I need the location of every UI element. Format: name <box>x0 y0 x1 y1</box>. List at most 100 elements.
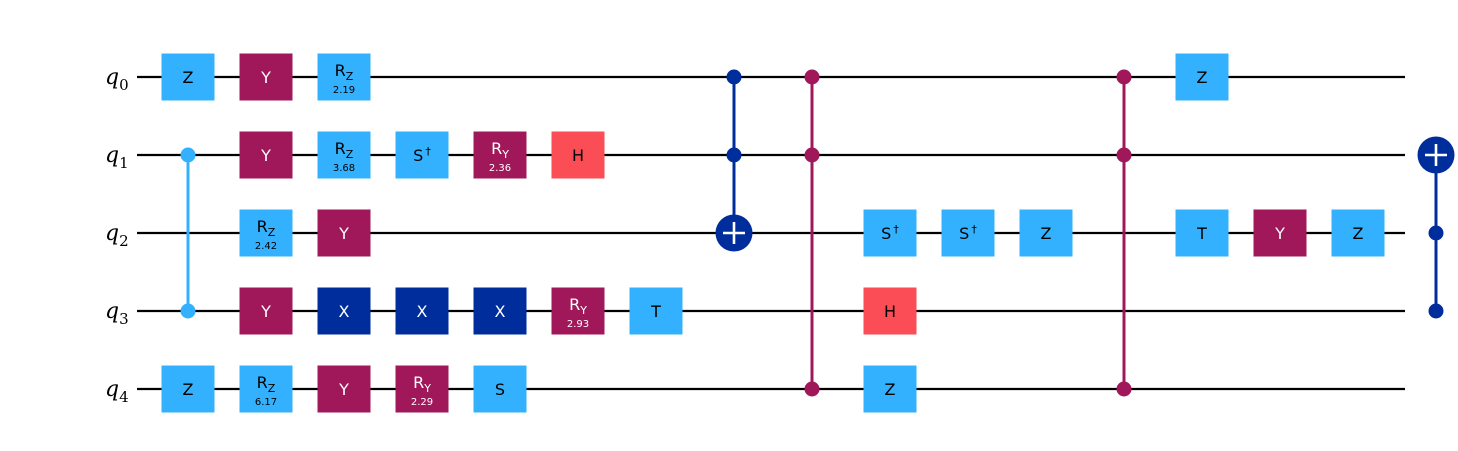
qubit-label: q0 <box>105 65 129 94</box>
multi-qubit-gates <box>180 69 1455 397</box>
gate-z: Z <box>1331 209 1385 257</box>
gate-label: X <box>495 302 506 321</box>
qubit-name: q <box>105 299 119 324</box>
gate-symbol: R <box>257 373 268 392</box>
gate-label: T <box>650 302 661 321</box>
gate-parameter: 2.36 <box>489 163 511 174</box>
gate-h: H <box>551 131 605 179</box>
gate-box <box>317 209 371 257</box>
gate-label: Z <box>885 380 896 399</box>
gate-t: T <box>629 287 683 335</box>
gate-parameter: 6.17 <box>255 397 277 408</box>
gate-label: Z <box>1353 224 1364 243</box>
gate-box <box>1175 209 1229 257</box>
gate-symbol: Z <box>885 380 896 399</box>
gate-symbol: R <box>335 139 346 158</box>
gate-label: Y <box>338 224 349 243</box>
gate-label: T <box>1196 224 1207 243</box>
gate-superscript: † <box>425 145 431 158</box>
gate-ry: RY2.36 <box>473 131 527 179</box>
gate-label: H <box>884 302 896 321</box>
qubit-name: q <box>105 143 119 168</box>
gate-rz: RZ 3.68 <box>317 131 371 179</box>
gate-symbol: R <box>491 139 502 158</box>
gate-symbol: X <box>495 302 506 321</box>
cz-gate <box>180 147 196 319</box>
ccz-gate <box>1116 69 1132 397</box>
gate-box <box>317 287 371 335</box>
gate-label: S† <box>881 223 899 243</box>
gate-parameter: 2.42 <box>255 241 277 252</box>
gate-label: S† <box>959 223 977 243</box>
gate-label: Z <box>183 68 194 87</box>
control-dot <box>726 69 742 85</box>
gate-subscript: Z <box>346 70 354 83</box>
gate-label: Y <box>260 68 271 87</box>
gate-box <box>395 287 449 335</box>
gate-symbol: X <box>417 302 428 321</box>
gate-symbol: S <box>959 224 969 243</box>
gate-box <box>161 53 215 101</box>
gate-parameter: 2.19 <box>333 85 355 96</box>
gate-superscript: † <box>893 223 899 236</box>
gate-x: X <box>395 287 449 335</box>
gate-label: RZ <box>257 373 276 395</box>
qubit-index: 4 <box>119 388 129 406</box>
gate-symbol: S <box>881 224 891 243</box>
gate-symbol: Y <box>338 380 349 399</box>
gate-ry: RY2.93 <box>551 287 605 335</box>
qubit-label: q1 <box>105 143 129 172</box>
gate-symbol: Y <box>260 302 271 321</box>
single-qubit-gates: ZZYYRZ2.42YRZ6.17RZ2.19RZ3.68YXYS†XRY2.2… <box>161 53 1385 413</box>
qubit-label: q4 <box>105 377 129 406</box>
gate-symbol: X <box>339 302 350 321</box>
control-dot <box>804 147 820 163</box>
gate-box <box>1019 209 1073 257</box>
gate-label: RY <box>413 373 431 395</box>
gate-rz: RZ 6.17 <box>239 365 293 413</box>
gate-label: Z <box>1041 224 1052 243</box>
gate-box <box>551 287 605 335</box>
gate-label: Z <box>1197 68 1208 87</box>
gate-ry: RY 2.29 <box>395 365 449 413</box>
gate-box <box>863 209 917 257</box>
gate-box <box>863 365 917 413</box>
gate-parameter: 3.68 <box>333 163 355 174</box>
gate-symbol: Y <box>260 146 271 165</box>
gate-parameter: 2.93 <box>567 319 589 330</box>
gate-box <box>863 287 917 335</box>
control-dot <box>1116 147 1132 163</box>
control-dot <box>1428 303 1444 319</box>
ccx-gate <box>1417 136 1455 319</box>
gate-label: S <box>495 380 505 399</box>
gate-label: Z <box>183 380 194 399</box>
gate-s: S† <box>395 131 449 179</box>
qubit-index: 0 <box>119 76 129 94</box>
gate-symbol: T <box>650 302 661 321</box>
gate-symbol: Z <box>183 380 194 399</box>
gate-box <box>317 365 371 413</box>
gate-box <box>395 365 449 413</box>
gate-z: Z <box>161 365 215 413</box>
qubit-index: 3 <box>119 310 129 328</box>
gate-box <box>317 53 371 101</box>
control-dot <box>1116 381 1132 397</box>
gate-box <box>1175 53 1229 101</box>
gate-symbol: Y <box>1274 224 1285 243</box>
qubit-label: q3 <box>105 299 129 328</box>
gate-subscript: Z <box>346 148 354 161</box>
gate-symbol: Z <box>1041 224 1052 243</box>
gate-box <box>239 287 293 335</box>
gate-label: H <box>572 146 584 165</box>
gate-subscript: Z <box>268 226 276 239</box>
gate-s: S† <box>863 209 917 257</box>
gate-parameter: 2.29 <box>411 397 433 408</box>
gate-y: Y <box>317 209 371 257</box>
gate-y: Y <box>317 365 371 413</box>
ccx-gate <box>715 69 753 252</box>
qubit-index: 1 <box>119 154 129 172</box>
gate-box <box>239 131 293 179</box>
gate-box <box>239 365 293 413</box>
